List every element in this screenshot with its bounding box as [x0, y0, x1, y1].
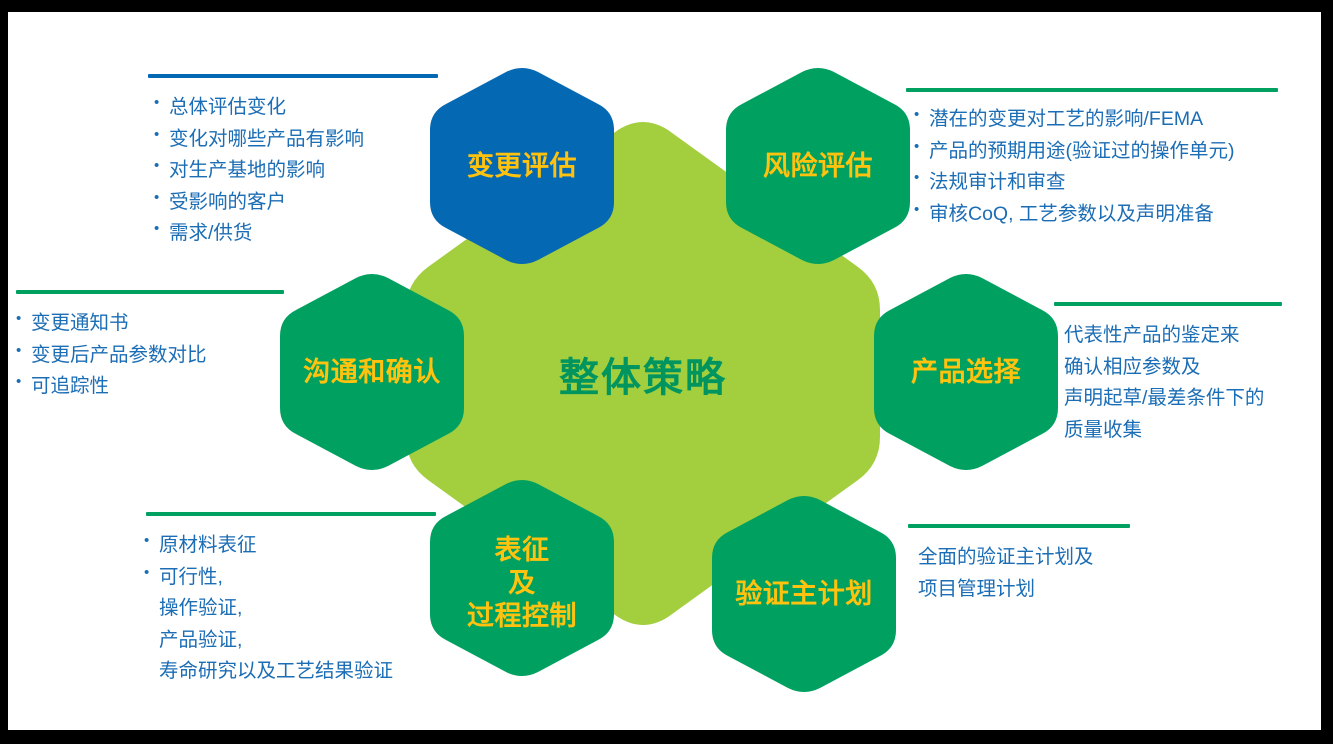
hexagon-validation-master-plan[interactable]: [712, 496, 896, 692]
callout-item: 变更通知书: [16, 307, 296, 340]
callout-item: 寿命研究以及工艺结果验证: [159, 660, 394, 683]
callout-item: 质量收集: [1064, 418, 1143, 441]
callout-item: 审核CoQ, 工艺参数以及声明准备: [914, 198, 1314, 231]
callout-validation-master-plan: 全面的验证主计划及 项目管理计划: [918, 542, 1198, 605]
callout-item: 潜在的变更对工艺的影响/FEMA: [914, 103, 1314, 136]
callout-characterization: 原材料表征 可行性, 操作验证, 产品验证, 寿命研究以及工艺结果验证: [144, 529, 464, 688]
rule-validation-master-plan: [908, 524, 1130, 528]
callout-communication-confirmation: 变更通知书 变更后产品参数对比 可追踪性: [16, 307, 296, 403]
rule-communication-confirmation: [16, 290, 284, 294]
hexagon-change-assessment[interactable]: [430, 68, 614, 264]
callout-item: 代表性产品的鉴定来: [1064, 324, 1240, 346]
rule-change-assessment: [148, 74, 438, 78]
callout-item: 对生产基地的影响: [154, 154, 454, 187]
hexagon-communication-confirmation[interactable]: [280, 274, 464, 470]
callout-item: 全面的验证主计划及: [918, 546, 1094, 568]
callout-item: 受影响的客户: [154, 186, 454, 219]
hexagon-risk-assessment[interactable]: [726, 68, 910, 264]
callout-item: 法规审计和审查: [914, 166, 1314, 199]
callout-item: 产品验证,: [159, 628, 243, 651]
rule-characterization: [146, 512, 436, 516]
hexagon-characterization-process-control[interactable]: [430, 480, 614, 676]
callout-product-selection: 代表性产品的鉴定来 确认相应参数及 声明起草/最差条件下的 质量收集: [1064, 320, 1321, 446]
callout-item: 原材料表征: [144, 529, 464, 562]
center-hexagon-label: 整体策略: [559, 356, 727, 400]
callout-item: 操作验证,: [159, 597, 243, 620]
callout-item: 总体评估变化: [154, 91, 454, 124]
diagram-card: 变更评估 风险评估 沟通和确认 产品选择 表征 及 过程控制 验证主计划 整体策…: [8, 12, 1321, 730]
callout-item: 可行性,: [144, 561, 464, 594]
callout-item: 声明起草/最差条件下的: [1064, 387, 1265, 410]
callout-change-assessment: 总体评估变化 变化对哪些产品有影响 对生产基地的影响 受影响的客户 需求/供货: [154, 91, 454, 250]
rule-risk-assessment: [906, 88, 1278, 92]
callout-item: 确认相应参数及: [1064, 355, 1201, 378]
rule-product-selection: [1054, 302, 1282, 306]
callout-item: 产品的预期用途(验证过的操作单元): [914, 135, 1314, 168]
callout-item: 项目管理计划: [918, 577, 1036, 600]
hexagon-product-selection[interactable]: [874, 274, 1058, 470]
callout-item: 需求/供货: [154, 217, 454, 250]
hexagon-cluster: [280, 68, 1058, 692]
callout-item: 可追踪性: [16, 370, 296, 403]
callout-item: 变更后产品参数对比: [16, 339, 296, 372]
callout-item: 变化对哪些产品有影响: [154, 123, 454, 156]
callout-risk-assessment: 潜在的变更对工艺的影响/FEMA 产品的预期用途(验证过的操作单元) 法规审计和…: [914, 103, 1314, 231]
